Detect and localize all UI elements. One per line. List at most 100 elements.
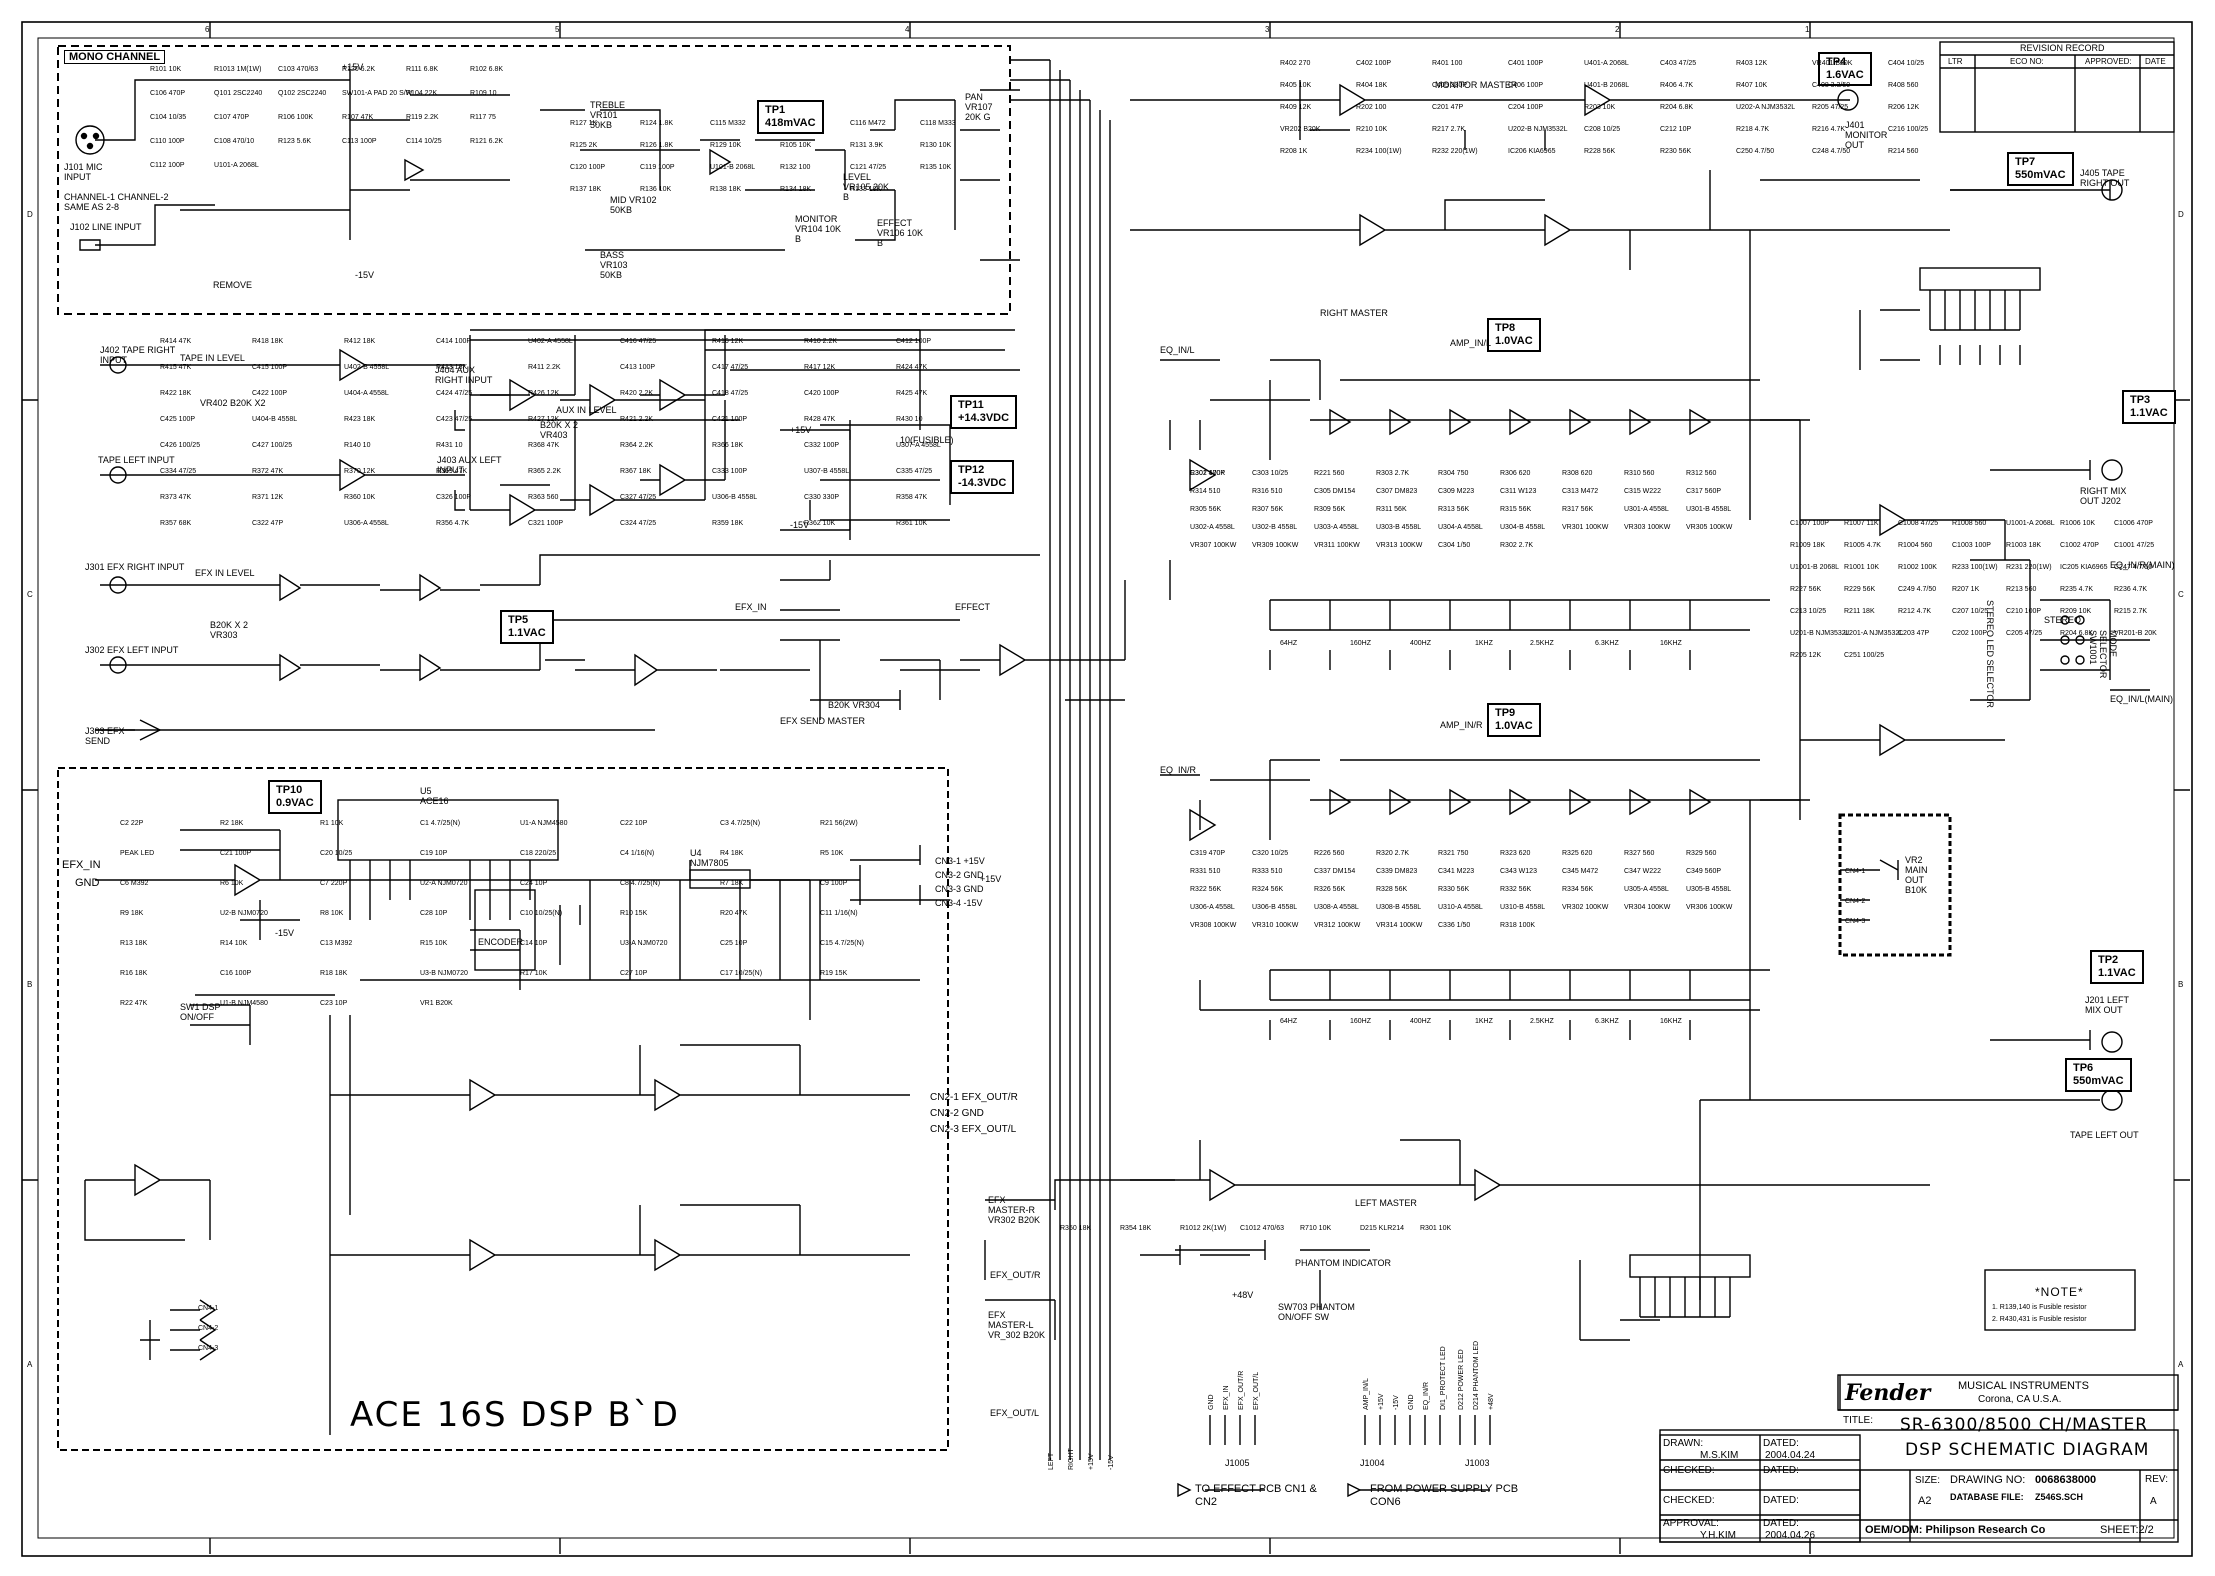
component-label: C120 100P bbox=[570, 164, 606, 171]
component-label: R318 100K bbox=[1500, 922, 1536, 929]
component-label: R408 560 bbox=[1888, 82, 1919, 89]
tp12-box: TP12-14.3VDC bbox=[950, 460, 1015, 494]
size-label: SIZE: bbox=[1915, 1475, 1941, 1486]
component-label: R322 56K bbox=[1190, 886, 1222, 893]
component-label: R1001 10K bbox=[1844, 564, 1880, 571]
component-label: R401 100 bbox=[1432, 60, 1463, 67]
bus-label: +15V bbox=[1088, 1453, 1095, 1470]
monitor-master-label: MONITOR MASTER bbox=[1435, 80, 1518, 90]
stereo-led-label: STEREO LED SELECTOR bbox=[1985, 600, 1995, 708]
right-master-label: RIGHT MASTER bbox=[1320, 308, 1388, 318]
mono-minus15: -15V bbox=[355, 270, 375, 280]
component-label: R369 47K bbox=[436, 468, 468, 475]
aux-right-input-label: J404 AUX RIGHT INPUT bbox=[435, 365, 493, 385]
component-label: R320 2.7K bbox=[1376, 850, 1410, 857]
eq-in-r-label: EQ_IN/R bbox=[1160, 765, 1197, 775]
component-label: R325 620 bbox=[1562, 850, 1593, 857]
component-label: R123 5.6K bbox=[278, 138, 312, 145]
component-label: R413 18K bbox=[436, 364, 468, 371]
component-label: VR401 B20K bbox=[1812, 60, 1853, 67]
component-label: C107 470P bbox=[214, 114, 250, 121]
tape-in-level-label: TAPE IN LEVEL bbox=[180, 353, 245, 363]
mono-plus15: +15V bbox=[342, 62, 364, 72]
component-label: C1012 470/63 bbox=[1240, 1225, 1284, 1232]
component-label: R301 100K bbox=[1190, 470, 1226, 477]
component-label: R205 47/25 bbox=[1812, 104, 1849, 111]
title-label: TITLE: bbox=[1843, 1415, 1874, 1426]
component-label: R431 10 bbox=[436, 442, 463, 449]
component-label: C334 47/25 bbox=[160, 468, 197, 475]
border-column-label: 5 bbox=[555, 25, 560, 34]
connector-pin-label: DI1_PROTECT LED bbox=[1440, 1346, 1447, 1410]
component-label: C1002 470P bbox=[2060, 542, 2099, 549]
component-label: R368 47K bbox=[528, 442, 560, 449]
component-label: R140 10 bbox=[344, 442, 371, 449]
vr403-label: B20K X 2 VR403 bbox=[540, 420, 579, 440]
component-label: U401-B 2068L bbox=[1584, 82, 1630, 89]
component-label: U3-B NJM0720 bbox=[420, 970, 468, 977]
component-label: C210 100P bbox=[2006, 608, 2042, 615]
company-name: MUSICAL INSTRUMENTS bbox=[1958, 1380, 2089, 1392]
inputs-minus15: -15V bbox=[790, 520, 810, 530]
checked-dated-1: DATED: bbox=[1763, 1465, 1799, 1476]
component-label: C207 10/25 bbox=[1952, 608, 1989, 615]
component-label: C9 100P bbox=[820, 880, 848, 887]
component-label: U402-B 4558L bbox=[344, 364, 390, 371]
component-label: D215 KLR214 bbox=[1360, 1225, 1404, 1232]
component-label: VR301 100KW bbox=[1562, 524, 1609, 531]
eq-frequency-label: 6.3KHZ bbox=[1595, 640, 1619, 647]
to-effect-pcb-label: TO EFFECT PCB CN1 & CN2 bbox=[1195, 1483, 1317, 1508]
component-label: U2-B NJM0720 bbox=[220, 910, 268, 917]
border-row-label: C bbox=[2178, 590, 2184, 599]
component-label: R22 47K bbox=[120, 1000, 148, 1007]
component-label: C324 47/25 bbox=[620, 520, 657, 527]
component-label: R121 6.2K bbox=[470, 138, 504, 145]
component-label: VR310 100KW bbox=[1252, 922, 1299, 929]
component-label: C203 47P bbox=[1898, 630, 1930, 637]
component-label: R217 2.7K bbox=[1432, 126, 1466, 133]
efx-out-r-label: EFX_OUT/R bbox=[990, 1270, 1041, 1280]
component-label: PEAK LED bbox=[120, 850, 155, 857]
component-label: R331 510 bbox=[1190, 868, 1221, 875]
component-label: R304 750 bbox=[1438, 470, 1469, 477]
component-label: R104 22K bbox=[406, 90, 438, 97]
component-label: C345 M472 bbox=[1562, 868, 1599, 875]
component-label: Q101 2SC2240 bbox=[214, 90, 263, 97]
component-label: VR306 100KW bbox=[1686, 904, 1733, 911]
component-label: U3-A NJM0720 bbox=[620, 940, 668, 947]
component-label: C330 330P bbox=[804, 494, 840, 501]
right-cn4-pin-label: CN4-1 bbox=[1845, 868, 1866, 875]
component-label: C415 100P bbox=[252, 364, 288, 371]
component-label: R120 6.2K bbox=[342, 66, 376, 73]
component-label: C418 47/25 bbox=[712, 390, 749, 397]
component-label: R10 15K bbox=[620, 910, 648, 917]
component-label: C326 100P bbox=[436, 494, 472, 501]
component-label: R308 620 bbox=[1562, 470, 1593, 477]
component-label: R1012 2K(1W) bbox=[1180, 1225, 1227, 1232]
component-label: R208 1K bbox=[1280, 148, 1308, 155]
eq-frequency-label: 6.3KHZ bbox=[1595, 1018, 1619, 1025]
component-label: R233 100(1W) bbox=[1952, 564, 1998, 571]
eq-in-l-main-label: EQ_IN/L(MAIN) bbox=[2110, 694, 2174, 704]
component-label: U301-A 4558L bbox=[1624, 506, 1669, 513]
border-row-label: D bbox=[27, 210, 33, 219]
component-label: C208 10/25 bbox=[1584, 126, 1621, 133]
component-label: R14 10K bbox=[220, 940, 248, 947]
database-file: Z546S.SCH bbox=[2035, 1492, 2084, 1502]
remove-label: REMOVE bbox=[213, 280, 253, 290]
border-row-label: D bbox=[2178, 210, 2184, 219]
component-label: R207 1K bbox=[1952, 586, 1980, 593]
component-label: C201 47P bbox=[1432, 104, 1464, 111]
component-label: R131 3.9K bbox=[850, 142, 884, 149]
title-line1: SR-6300/8500 CH/MASTER bbox=[1900, 1415, 2149, 1435]
component-label: R136 10K bbox=[640, 186, 672, 193]
component-label: R309 56K bbox=[1314, 506, 1346, 513]
border-row-label: A bbox=[27, 1360, 33, 1369]
revision-header: ECO NO: bbox=[2010, 57, 2044, 66]
connector-pin-label: -15V bbox=[1393, 1395, 1400, 1410]
